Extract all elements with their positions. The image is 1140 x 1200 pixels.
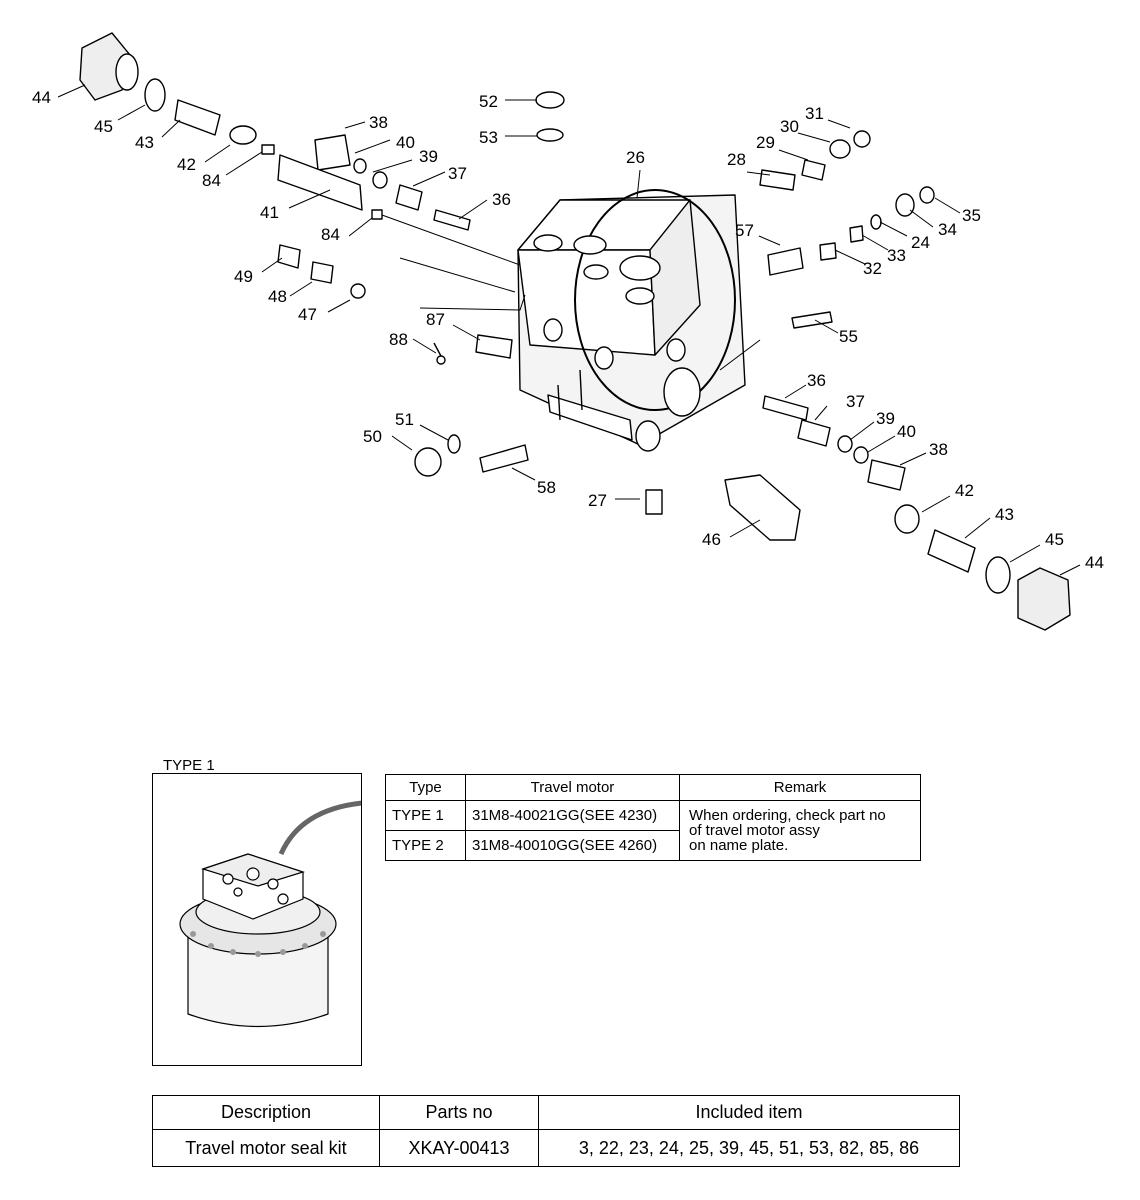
lower-parts bbox=[414, 434, 801, 541]
callout-numbers: 44 45 43 42 84 38 40 39 37 41 84 36 49 4… bbox=[32, 88, 1104, 572]
callout: 51 bbox=[395, 410, 414, 429]
inset-caption: TYPE 1 bbox=[163, 757, 215, 774]
type-header: Type bbox=[385, 774, 466, 801]
callout: 37 bbox=[846, 392, 865, 411]
valve-body bbox=[517, 189, 746, 452]
leader-lines bbox=[57, 84, 1081, 576]
callout: 38 bbox=[369, 113, 388, 132]
motor-header: Travel motor bbox=[465, 774, 680, 801]
callout: 48 bbox=[268, 287, 287, 306]
callout: 57 bbox=[735, 221, 754, 240]
included-item-cell: 3, 22, 23, 24, 25, 39, 45, 51, 53, 82, 8… bbox=[538, 1129, 960, 1167]
remark-line: of travel motor assy bbox=[689, 822, 820, 839]
callout: 36 bbox=[492, 190, 511, 209]
callout: 44 bbox=[32, 88, 51, 107]
callout: 50 bbox=[363, 427, 382, 446]
callout: 84 bbox=[202, 171, 221, 190]
callout: 55 bbox=[839, 327, 858, 346]
callout: 28 bbox=[727, 150, 746, 169]
callout: 27 bbox=[588, 491, 607, 510]
callout: 26 bbox=[626, 148, 645, 167]
callout: 32 bbox=[863, 259, 882, 278]
motor-cell: 31M8-40021GG(SEE 4230) bbox=[465, 800, 680, 831]
callout: 37 bbox=[448, 164, 467, 183]
callout: 46 bbox=[702, 530, 721, 549]
included-item-header: Included item bbox=[538, 1095, 960, 1130]
callout: 42 bbox=[177, 155, 196, 174]
seal-kit-table: Description Parts no Included item Trave… bbox=[152, 1095, 960, 1167]
travel-motor-inset bbox=[152, 773, 362, 1066]
type-cell: TYPE 1 bbox=[385, 800, 466, 831]
remark-header: Remark bbox=[679, 774, 921, 801]
callout: 24 bbox=[911, 233, 930, 252]
remark-line: on name plate. bbox=[689, 837, 789, 854]
callout: 58 bbox=[537, 478, 556, 497]
type-cell: TYPE 2 bbox=[385, 830, 466, 861]
callout: 53 bbox=[479, 128, 498, 147]
pointer-arrow bbox=[278, 800, 361, 856]
description-cell: Travel motor seal kit bbox=[152, 1129, 380, 1167]
plug-top bbox=[535, 91, 565, 142]
callout: 31 bbox=[805, 104, 824, 123]
callout: 47 bbox=[298, 305, 317, 324]
callout: 45 bbox=[1045, 530, 1064, 549]
callout: 43 bbox=[995, 505, 1014, 524]
callout: 40 bbox=[396, 133, 415, 152]
callout: 45 bbox=[94, 117, 113, 136]
callout: 40 bbox=[897, 422, 916, 441]
callout: 43 bbox=[135, 133, 154, 152]
callout: 88 bbox=[389, 330, 408, 349]
parts-no-cell: XKAY-00413 bbox=[379, 1129, 539, 1167]
callout: 36 bbox=[807, 371, 826, 390]
remark-cell: When ordering, check part no of travel m… bbox=[679, 800, 921, 861]
callout: 34 bbox=[938, 220, 957, 239]
callout: 30 bbox=[780, 117, 799, 136]
remark-line: When ordering, check part no bbox=[689, 807, 886, 824]
type-table: Type Travel motor Remark TYPE 1 31M8-400… bbox=[385, 774, 921, 861]
callout: 84 bbox=[321, 225, 340, 244]
callout: 44 bbox=[1085, 553, 1104, 572]
table-row: TYPE 2 31M8-40010GG(SEE 4260) bbox=[385, 830, 921, 861]
callout: 87 bbox=[426, 310, 445, 329]
callout: 29 bbox=[756, 133, 775, 152]
callout: 42 bbox=[955, 481, 974, 500]
callout: 39 bbox=[876, 409, 895, 428]
callout: 52 bbox=[479, 92, 498, 111]
parts-no-header: Parts no bbox=[379, 1095, 539, 1130]
callout: 49 bbox=[234, 267, 253, 286]
table-row: TYPE 1 31M8-40021GG(SEE 4230) When order… bbox=[385, 800, 921, 861]
motor-cell: 31M8-40010GG(SEE 4260) bbox=[465, 830, 680, 861]
callout: 35 bbox=[962, 206, 981, 225]
relief-valve-upper-left bbox=[79, 32, 513, 365]
callout: 41 bbox=[260, 203, 279, 222]
table-row: Travel motor seal kit XKAY-00413 3, 22, … bbox=[152, 1129, 960, 1167]
exploded-parts-diagram: 44 45 43 42 84 38 40 39 37 41 84 36 49 4… bbox=[32, 32, 1104, 631]
callout: 39 bbox=[419, 147, 438, 166]
description-header: Description bbox=[152, 1095, 380, 1130]
callout: 38 bbox=[929, 440, 948, 459]
callout: 33 bbox=[887, 246, 906, 265]
